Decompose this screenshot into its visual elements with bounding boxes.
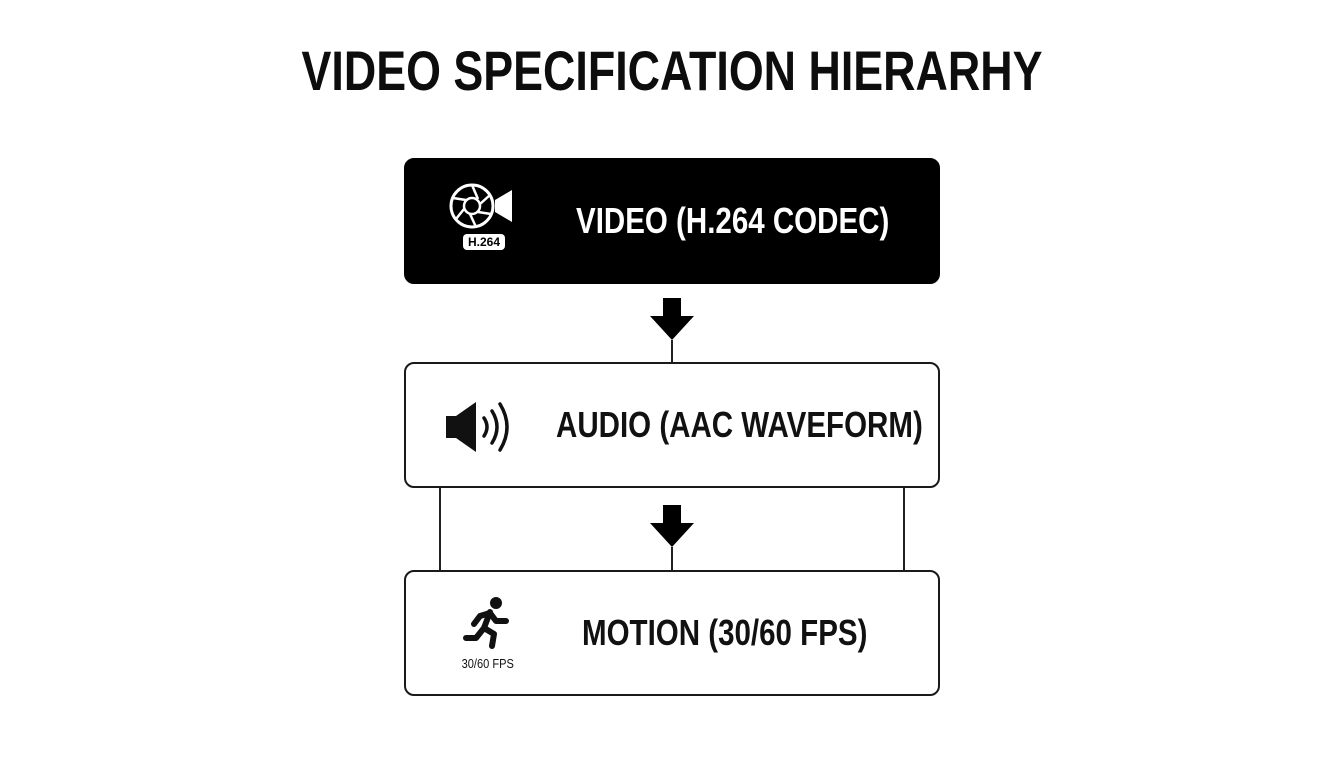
left-rail-line — [439, 488, 441, 572]
arrow-down-icon — [650, 505, 694, 549]
arrow-down-icon — [650, 298, 694, 342]
audio-node: AUDIO (AAC WAVEFORM) — [404, 362, 940, 488]
video-node: H.264 VIDEO (H.264 CODEC) — [404, 158, 940, 284]
connector-line — [671, 340, 673, 363]
speaker-icon — [444, 398, 516, 456]
video-icon-group: H.264 — [444, 182, 524, 250]
connector-line — [671, 547, 673, 571]
motion-icon-group: 30/60 FPS — [448, 596, 528, 671]
codec-badge: H.264 — [462, 234, 506, 250]
fps-sub-label: 30/60 FPS — [461, 656, 515, 671]
video-camera-aperture-icon — [448, 182, 520, 230]
motion-node-label: MOTION (30/60 FPS) — [582, 612, 868, 653]
video-node-label: VIDEO (H.264 CODEC) — [576, 200, 890, 241]
motion-node: 30/60 FPS MOTION (30/60 FPS) — [404, 570, 940, 696]
audio-node-label: AUDIO (AAC WAVEFORM) — [556, 404, 923, 445]
diagram-title: VIDEO SPECIFICATION HIERARHY — [301, 39, 1043, 102]
right-rail-line — [903, 488, 905, 572]
running-person-icon — [460, 596, 516, 650]
